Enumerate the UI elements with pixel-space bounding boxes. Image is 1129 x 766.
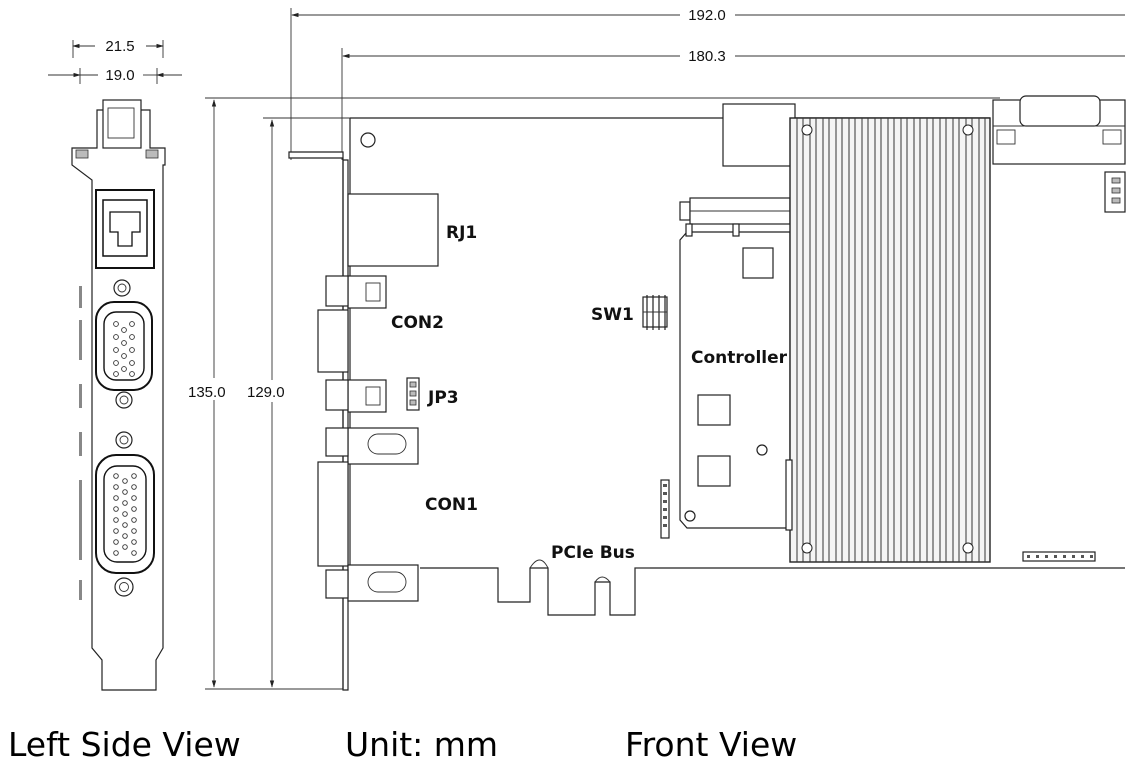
rj1-connector (347, 193, 439, 267)
rj45-port-side (95, 189, 155, 269)
sw1-label: SW1 (591, 305, 634, 325)
con1-label: CON1 (425, 495, 478, 515)
vga-connector-side (95, 301, 153, 391)
pcie-bus-label: PCIe Bus (551, 543, 635, 563)
rj1-label: RJ1 (446, 223, 477, 243)
heatsink (785, 117, 991, 563)
front-view (205, 8, 1126, 691)
height-total-label: 135.0 (188, 384, 226, 401)
jp3-label: JP3 (427, 388, 459, 408)
bracket-inner-dimension (48, 68, 182, 84)
top-connector (722, 103, 796, 167)
pin-header-vertical (660, 479, 670, 539)
height-board-label: 129.0 (247, 384, 285, 401)
overall-length-label: 192.0 (688, 7, 726, 24)
screw-bottom (114, 577, 134, 597)
screw-mid-1 (115, 391, 133, 409)
board-length-label: 180.3 (688, 48, 726, 65)
front-bracket-edge (288, 151, 349, 691)
screw-top-1 (113, 279, 131, 297)
bracket-inner-label: 19.0 (105, 67, 134, 84)
board-length-dimension (341, 48, 1125, 160)
db25-connector-side (95, 454, 155, 574)
controller-label: Controller (691, 348, 788, 368)
overall-length-dimension (290, 8, 1125, 160)
right-top-connector (992, 95, 1126, 165)
height-board-dimension (263, 117, 350, 688)
con2-label: CON2 (391, 313, 444, 333)
right-header (1104, 171, 1126, 213)
controller-board (679, 197, 791, 529)
con2-connector (317, 275, 387, 413)
front-view-caption: Front View (625, 725, 797, 764)
pin-header-horizontal (1022, 551, 1096, 562)
bracket-width-dimension (72, 40, 164, 58)
unit-caption: Unit: mm (345, 725, 498, 764)
con1-connector (317, 427, 419, 602)
mounting-hole (360, 132, 376, 148)
bracket-width-label: 21.5 (105, 38, 134, 55)
height-total-dimension (205, 97, 1000, 690)
board-edge-marks (79, 286, 82, 600)
screw-mid-2 (115, 431, 133, 449)
bracket-tab (102, 99, 142, 149)
left-side-view-caption: Left Side View (8, 725, 241, 764)
jp3-jumper (406, 377, 420, 411)
left-side-view (48, 40, 182, 691)
sw1-switch (642, 295, 668, 330)
